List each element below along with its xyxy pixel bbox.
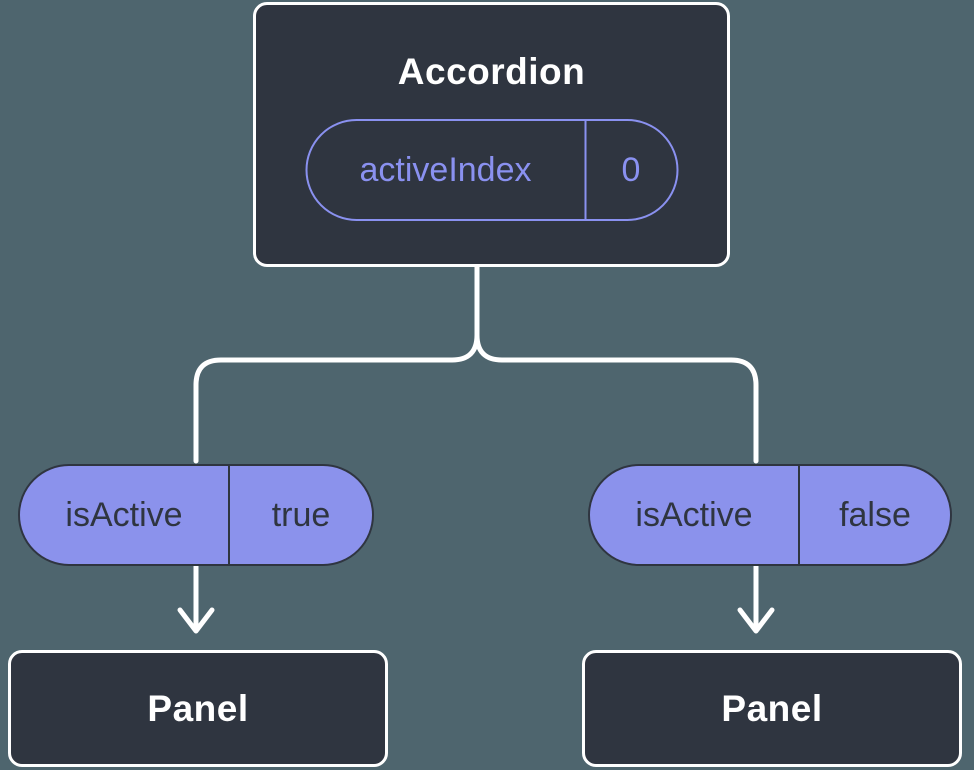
active-index-prop-pill: activeIndex 0 xyxy=(305,119,678,221)
is-active-false-prop-pill: isActive false xyxy=(588,464,952,566)
panel-node-right: Panel xyxy=(582,650,962,767)
arrow-right-icon xyxy=(737,563,775,634)
prop-name-label: activeIndex xyxy=(359,150,532,189)
accordion-node-title: Accordion xyxy=(397,51,586,92)
connector-right-branch xyxy=(474,264,759,464)
arrow-left-icon xyxy=(177,563,215,634)
prop-value-label: 0 xyxy=(584,121,676,219)
prop-name-label: isActive xyxy=(635,495,753,534)
prop-value-label: true xyxy=(228,466,372,564)
accordion-node: Accordion activeIndex 0 xyxy=(253,2,730,267)
is-active-true-prop-pill: isActive true xyxy=(18,464,374,566)
prop-value-label: false xyxy=(798,466,950,564)
panel-node-title: Panel xyxy=(147,687,249,729)
panel-node-title: Panel xyxy=(721,687,823,729)
prop-name-label: isActive xyxy=(65,495,183,534)
connector-left-branch xyxy=(193,264,480,464)
panel-node-left: Panel xyxy=(8,650,388,767)
